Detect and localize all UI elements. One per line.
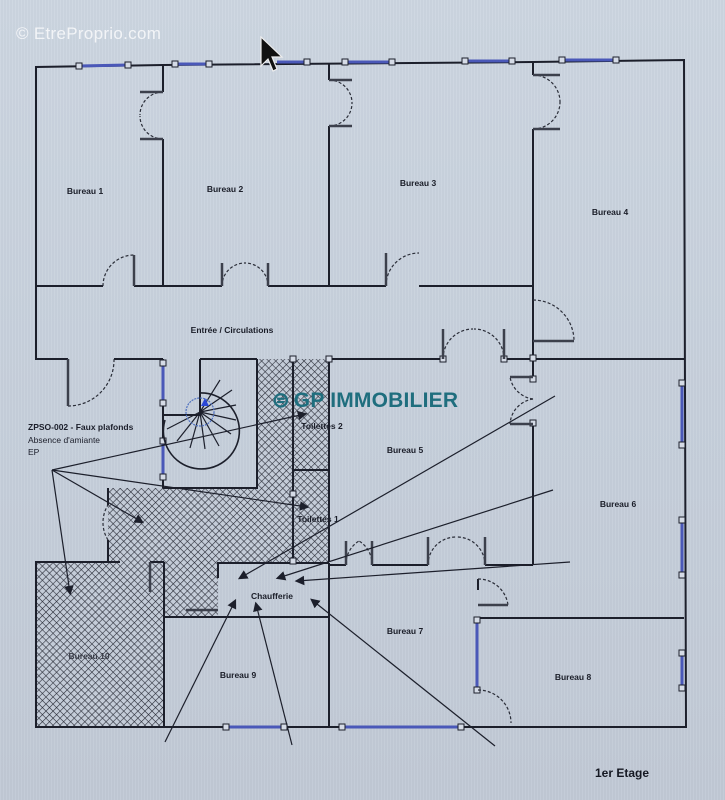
room-label-bureau-4: Bureau 4 [591,207,629,217]
annotation-lines [51,395,571,747]
mouse-cursor-icon [260,36,284,72]
windows [78,58,684,729]
watermark: © EtreProprio.com [16,24,162,43]
door-leaves [66,73,574,612]
floor-label: 1er Etage [595,766,650,780]
brand-watermark: ⊜ GP IMMOBILIER [272,388,458,413]
room-label-toilettes-1: Toilettes 1 [297,514,339,524]
room-label-chaufferie: Chaufferie [250,591,294,601]
room-label-bureau-1: Bureau 1 [66,186,104,196]
window-nodes [75,56,686,731]
brand-name: GP IMMOBILIER [293,388,459,412]
room-label-toilettes-2: Toilettes 2 [301,421,343,431]
room-label-bureau-5: Bureau 5 [386,445,424,455]
room-label-bureau-8: Bureau 8 [554,672,592,682]
room-label-bureau-7: Bureau 7 [386,626,424,636]
brand-logo-icon: ⊜ [272,389,290,412]
legend-zone: ZPSO-002 - Faux plafonds [28,422,134,432]
legend-code: EP [28,447,40,457]
room-label-entree-circulations: Entrée / Circulations [190,325,274,335]
room-label-bureau-3: Bureau 3 [399,178,437,188]
room-label-bureau-10: Bureau 10 [68,651,110,661]
legend-result: Absence d'amiante [28,434,101,445]
room-label-bureau-2: Bureau 2 [206,184,244,194]
spiral-staircase [162,374,241,470]
room-label-bureau-9: Bureau 9 [219,670,257,680]
room-label-bureau-6: Bureau 6 [599,499,637,509]
asbestos-legend: ZPSO-002 - Faux plafonds Absence d'amian… [28,421,133,459]
